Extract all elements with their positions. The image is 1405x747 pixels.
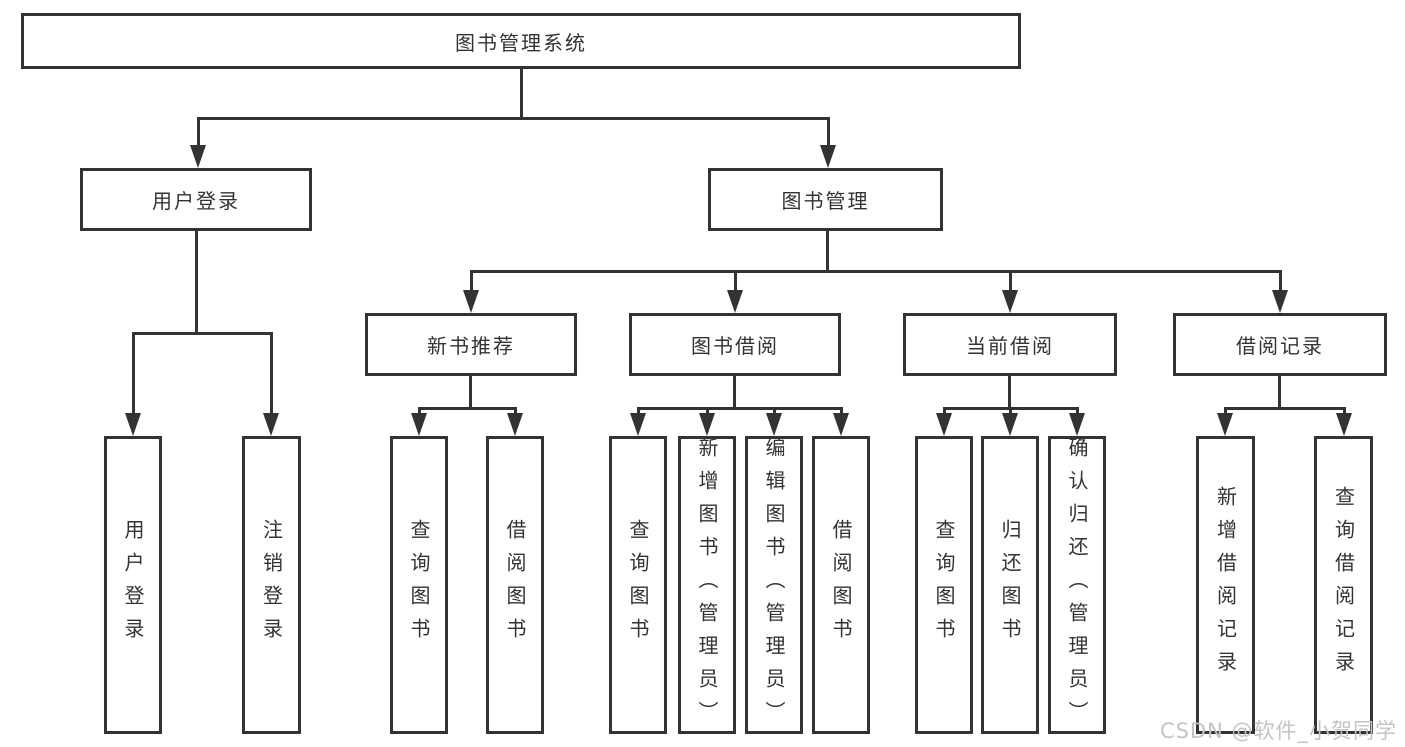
connector-drop-leaf-login — [132, 332, 135, 416]
leaf-current-return: 归还图书 — [981, 436, 1039, 734]
node-new-book-rec: 新书推荐 — [365, 313, 577, 376]
node-book-borrow: 图书借阅 — [629, 313, 841, 376]
leaf-borrow-borrow: 借阅图书 — [812, 436, 870, 734]
connector-root-crossbar — [197, 117, 830, 120]
arrow-down-icon — [1002, 290, 1018, 313]
leaf-user-login-label: 用户登录 — [121, 519, 145, 651]
arrow-down-icon — [833, 413, 849, 436]
node-borrow-records: 借阅记录 — [1173, 313, 1387, 376]
connector-drop-new-book — [470, 270, 473, 294]
connector-drop — [943, 407, 946, 417]
connector-drop — [1343, 407, 1346, 417]
arrow-down-icon — [1069, 413, 1085, 436]
node-borrow-records-label: 借阅记录 — [1236, 334, 1324, 358]
leaf-current-query-label: 查询图书 — [932, 519, 956, 651]
node-book-borrow-label: 图书借阅 — [691, 334, 779, 358]
connector-drop — [840, 407, 843, 417]
node-user-login: 用户登录 — [80, 168, 312, 231]
arrow-down-icon — [263, 413, 279, 436]
arrow-down-icon — [936, 413, 952, 436]
arrow-down-icon — [1217, 413, 1233, 436]
leaf-borrow-query: 查询图书 — [609, 436, 667, 734]
node-user-login-label: 用户登录 — [152, 189, 240, 213]
connector-drop — [1009, 407, 1012, 417]
leaf-borrow-edit-label: 编辑图书（管理员） — [762, 436, 786, 734]
csdn-watermark: CSDN @软件_小贺同学 — [1159, 719, 1397, 743]
connector-borrow-records-crossbar — [1224, 407, 1345, 410]
node-current-borrow-label: 当前借阅 — [966, 334, 1054, 358]
connector-drop — [1076, 407, 1079, 417]
leaf-newbook-borrow: 借阅图书 — [486, 436, 544, 734]
connector-book-borrow-crossbar — [637, 407, 843, 410]
connector-drop-user-login — [197, 117, 200, 149]
arrow-down-icon — [727, 290, 743, 313]
leaf-current-query: 查询图书 — [915, 436, 973, 734]
node-current-borrow: 当前借阅 — [903, 313, 1117, 376]
connector-drop — [637, 407, 640, 417]
connector-drop-borrow-records — [1279, 270, 1282, 294]
leaf-logout: 注销登录 — [242, 436, 301, 734]
connector-borrow-records-stem — [1278, 374, 1281, 410]
arrow-down-icon — [1336, 413, 1352, 436]
arrow-down-icon — [699, 413, 715, 436]
leaf-logout-label: 注销登录 — [259, 519, 284, 651]
connector-drop-leaf-logout — [270, 332, 273, 416]
connector-drop-book-borrow — [734, 270, 737, 294]
connector-drop — [773, 407, 776, 417]
connector-drop — [514, 407, 517, 417]
leaf-records-query: 查询借阅记录 — [1314, 436, 1373, 734]
leaf-records-add: 新增借阅记录 — [1196, 436, 1255, 734]
arrow-down-icon — [463, 290, 479, 313]
arrow-down-icon — [820, 145, 836, 168]
leaf-current-return-label: 归还图书 — [998, 519, 1022, 651]
node-book-mgmt: 图书管理 — [708, 168, 943, 231]
connector-drop-current-borrow — [1009, 270, 1012, 294]
leaf-borrow-add: 新增图书（管理员） — [678, 436, 736, 734]
leaf-current-confirm-label: 确认归还（管理员） — [1065, 436, 1089, 734]
connector-user-login-crossbar — [132, 332, 273, 335]
node-new-book-rec-label: 新书推荐 — [427, 334, 515, 358]
node-book-mgmt-label: 图书管理 — [781, 189, 870, 213]
connector-new-book-crossbar — [418, 407, 517, 410]
connector-book-mgmt-crossbar — [470, 270, 1281, 273]
arrow-down-icon — [411, 413, 427, 436]
arrow-down-icon — [630, 413, 646, 436]
connector-new-book-stem — [469, 374, 472, 410]
connector-book-borrow-stem — [733, 374, 736, 410]
connector-drop — [418, 407, 421, 417]
connector-current-borrow-stem — [1008, 374, 1011, 410]
arrow-down-icon — [125, 413, 141, 436]
leaf-borrow-borrow-label: 借阅图书 — [829, 519, 853, 651]
leaf-records-query-label: 查询借阅记录 — [1331, 486, 1356, 684]
leaf-records-add-label: 新增借阅记录 — [1213, 486, 1238, 684]
leaf-borrow-add-label: 新增图书（管理员） — [695, 436, 719, 734]
node-root: 图书管理系统 — [21, 13, 1021, 69]
arrow-down-icon — [1002, 413, 1018, 436]
leaf-borrow-edit: 编辑图书（管理员） — [745, 436, 803, 734]
leaf-newbook-query-label: 查询图书 — [407, 519, 431, 651]
leaf-user-login: 用户登录 — [104, 436, 162, 734]
leaf-newbook-borrow-label: 借阅图书 — [503, 519, 527, 651]
connector-drop — [706, 407, 709, 417]
connector-drop — [1224, 407, 1227, 417]
connector-user-login-stem — [195, 230, 198, 334]
node-root-label: 图书管理系统 — [455, 30, 587, 55]
leaf-borrow-query-label: 查询图书 — [626, 519, 650, 651]
arrow-down-icon — [190, 145, 206, 168]
connector-drop-book-mgmt — [827, 117, 830, 149]
connector-book-mgmt-stem — [826, 230, 829, 273]
arrow-down-icon — [766, 413, 782, 436]
leaf-newbook-query: 查询图书 — [390, 436, 448, 734]
connector-root-stem — [520, 68, 523, 120]
arrow-down-icon — [507, 413, 523, 436]
leaf-current-confirm: 确认归还（管理员） — [1048, 436, 1106, 734]
arrow-down-icon — [1272, 290, 1288, 313]
